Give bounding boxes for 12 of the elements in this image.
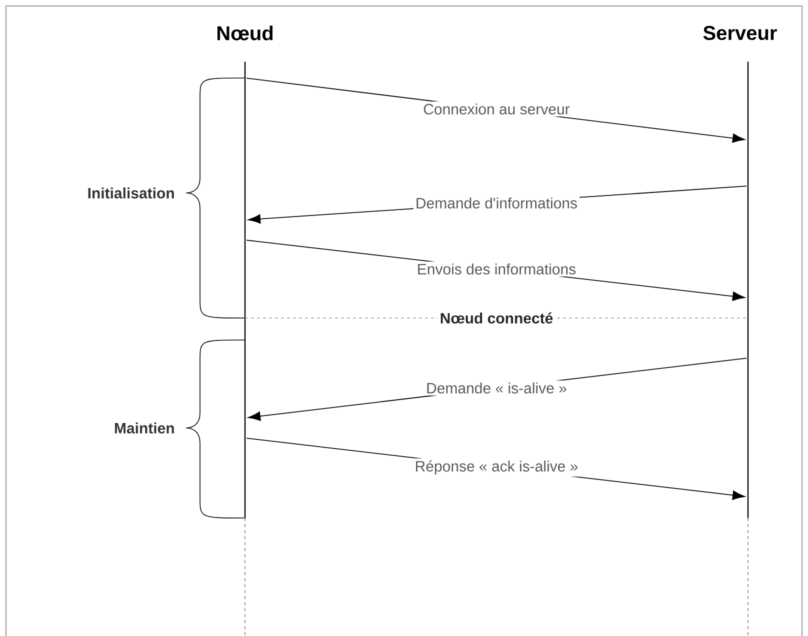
- phase-label: Maintien: [114, 422, 174, 434]
- edge-label: Nœud connecté: [438, 310, 556, 326]
- lifeline-header: Serveur: [703, 26, 777, 40]
- edge-label: Demande d'informations: [413, 195, 580, 210]
- phase-label: Initialisation: [88, 187, 174, 198]
- edge-label: Connexion au serveur: [421, 101, 572, 116]
- lifeline: [747, 62, 749, 636]
- edge-label: Demande « is-alive »: [424, 380, 569, 396]
- lifeline: [244, 62, 246, 636]
- edge-label: Envois des informations: [414, 261, 578, 276]
- lifeline-header: Nœud: [217, 26, 273, 40]
- edge-label: Réponse « ack is-alive »: [412, 458, 580, 477]
